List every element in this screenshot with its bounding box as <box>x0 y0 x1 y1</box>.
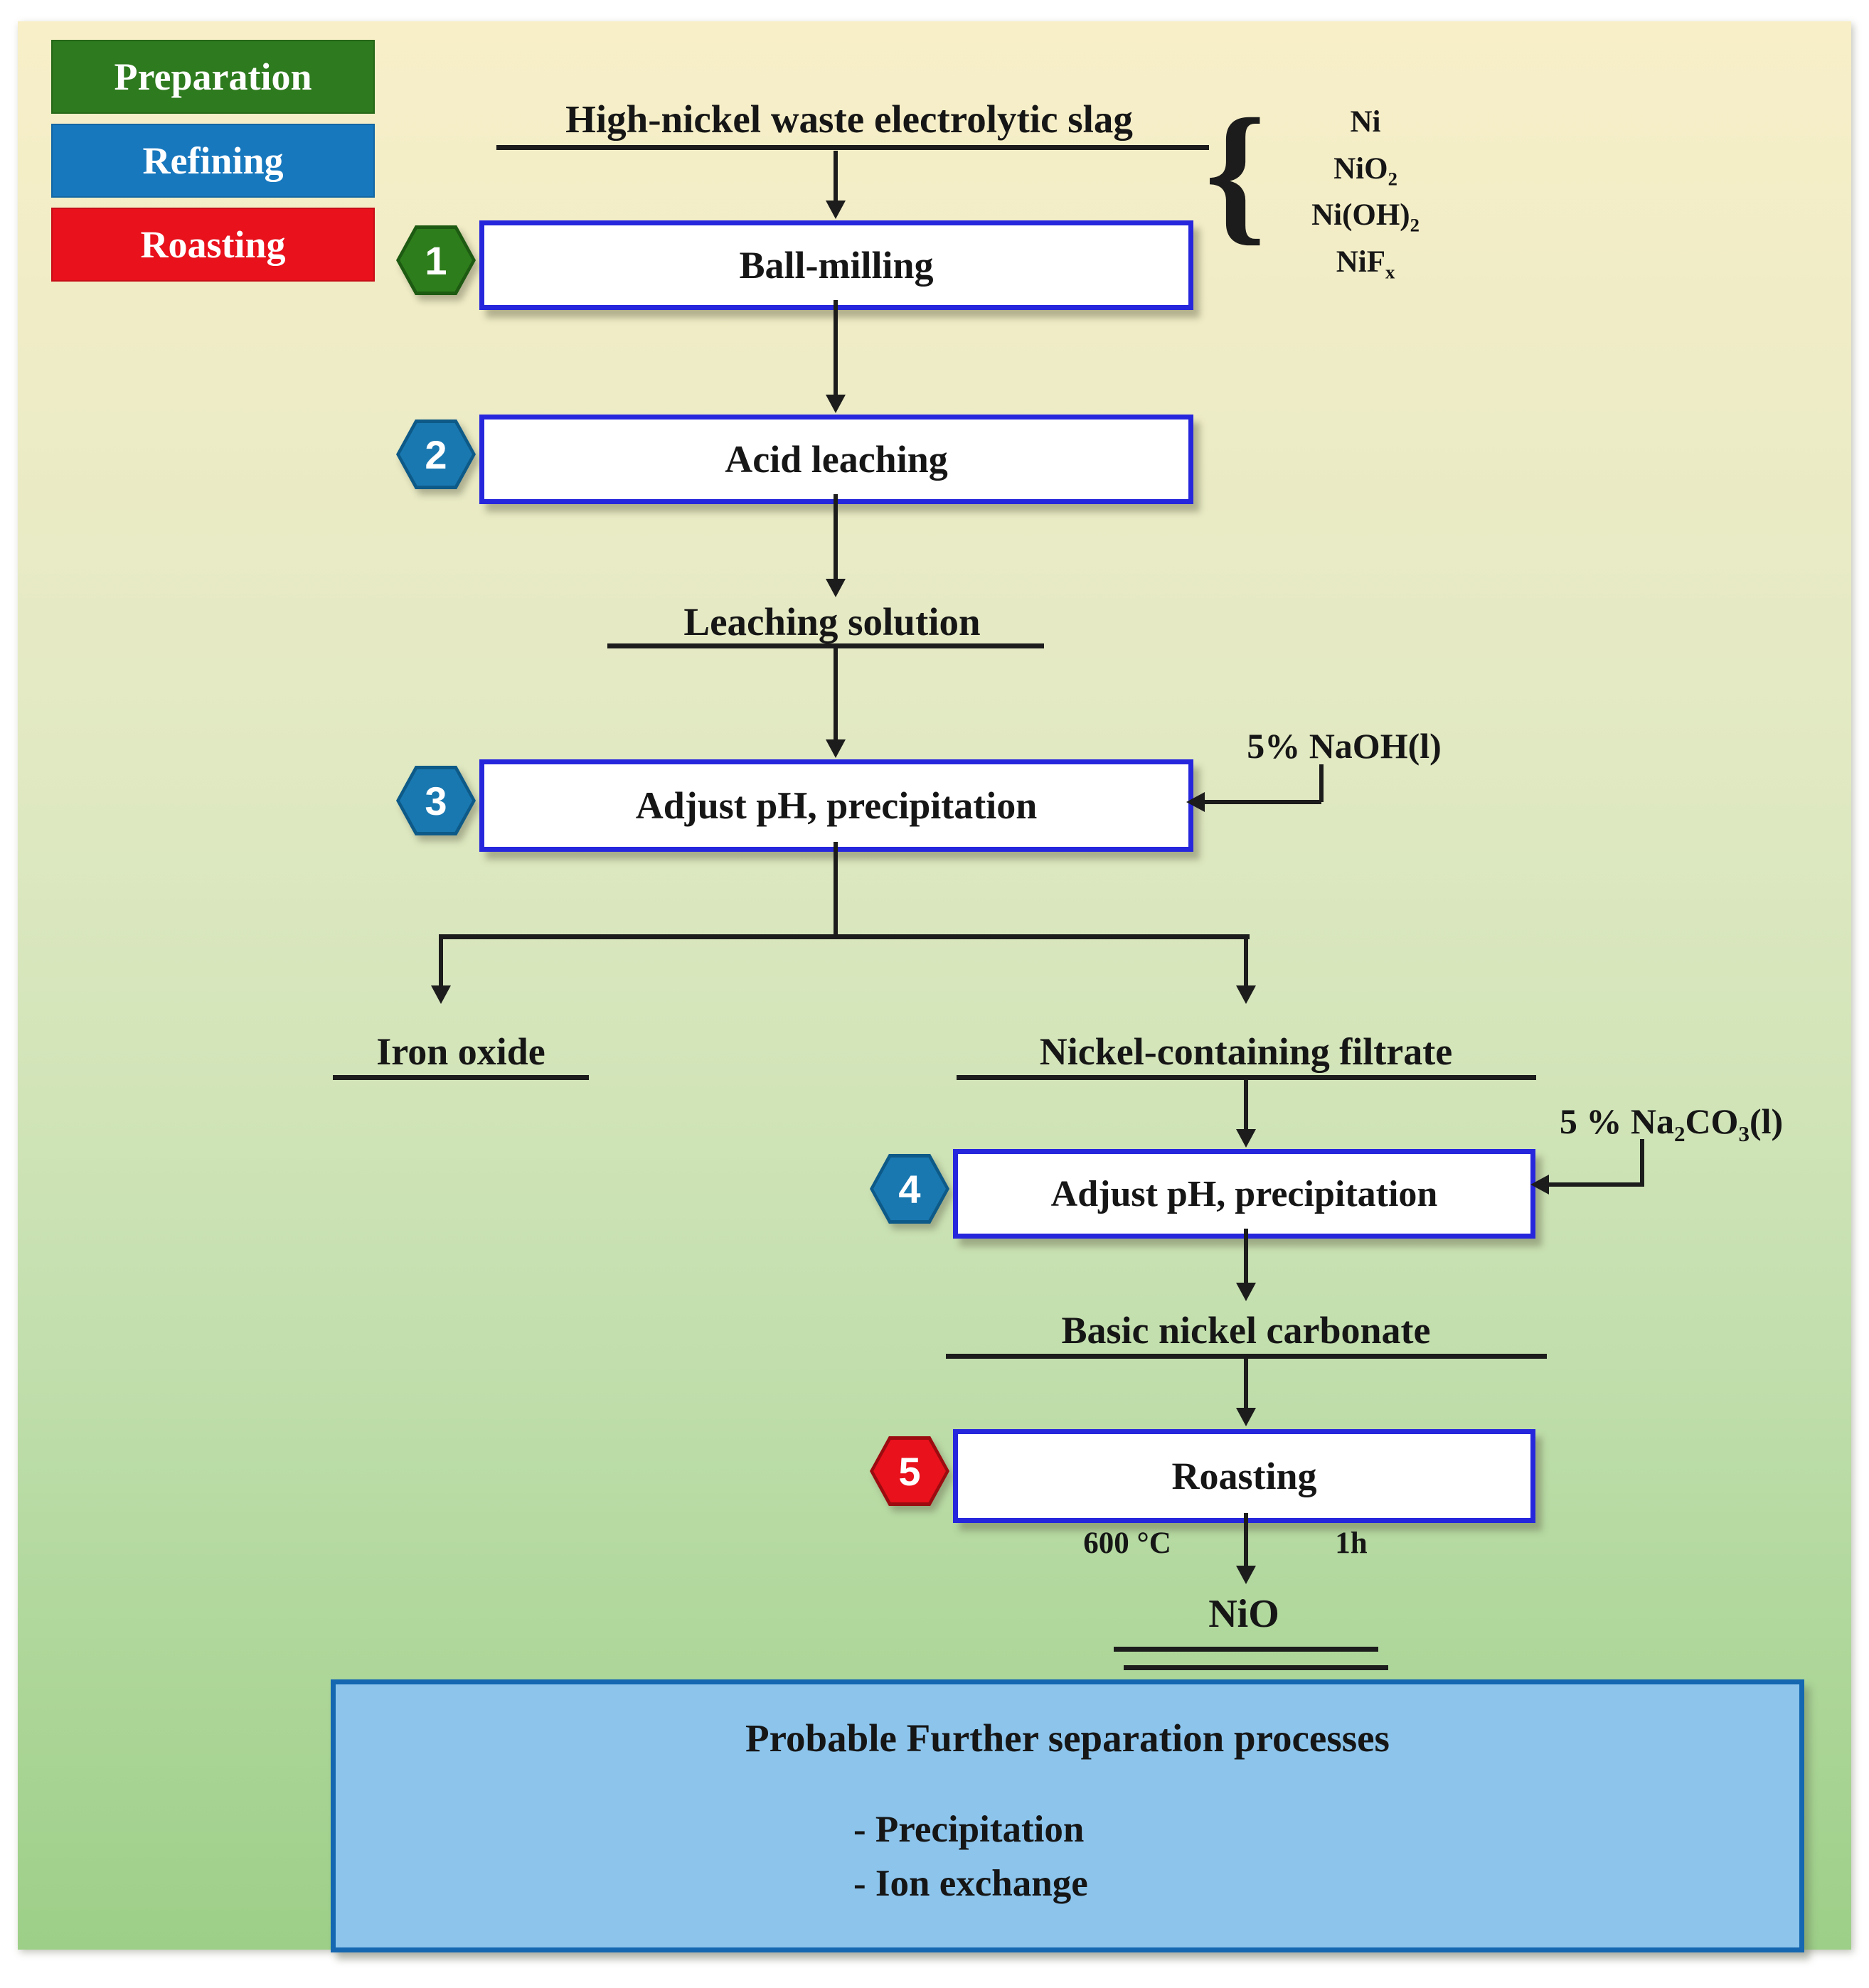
hexagon-fill: 3 <box>400 769 472 832</box>
step2-number: 2 <box>425 432 447 477</box>
step4-box-adjust-ph: Adjust pH, precipitation <box>953 1149 1535 1239</box>
step1-label: Ball-milling <box>739 244 934 287</box>
step2-label: Acid leaching <box>725 438 948 481</box>
arrowhead-down-icon <box>826 739 846 758</box>
arrowhead-down-icon <box>1236 1129 1256 1148</box>
component-nioh2: Ni(OH)2 <box>1311 198 1420 236</box>
hexagon-fill: 4 <box>873 1158 946 1220</box>
arrowhead-left-icon <box>1186 792 1205 812</box>
na2co3-reagent-label: 5 % Na2CO3(l) <box>1559 1101 1784 1146</box>
step3-label: Adjust pH, precipitation <box>635 784 1038 827</box>
step1-box-ball-milling: Ball-milling <box>479 220 1193 310</box>
brace-glyph: { <box>1205 87 1266 259</box>
arrowhead-left-icon <box>1530 1175 1549 1195</box>
arrowhead-down-icon <box>1236 1408 1256 1426</box>
further-process-item-ion-exchange: - Ion exchange <box>853 1863 1088 1904</box>
naoh-elbow-vertical <box>1319 764 1324 802</box>
naoh-reagent-label: 5% NaOH(l) <box>1247 726 1442 766</box>
step5-badge: 5 <box>870 1436 949 1506</box>
component-nio2: NiO2 <box>1333 151 1397 190</box>
iron-oxide-label: Iron oxide <box>376 1030 545 1073</box>
arrow-line-step2-leaching <box>834 494 838 584</box>
branch-right-line <box>1244 934 1248 987</box>
branch-left-line <box>439 934 443 987</box>
component-ni: Ni <box>1350 105 1381 139</box>
arrow-line-step5-nio <box>1244 1513 1248 1567</box>
arrowhead-down-icon <box>1236 1283 1256 1301</box>
arrowhead-down-icon <box>431 985 451 1004</box>
nio-underline-2 <box>1124 1665 1388 1670</box>
legend-label-preparation: Preparation <box>114 55 312 98</box>
step4-number: 4 <box>898 1166 921 1212</box>
basic-nickel-carbonate-label: Basic nickel carbonate <box>1061 1309 1431 1352</box>
iron-oxide-underline <box>333 1075 589 1080</box>
legend-item-refining: Refining <box>51 124 375 198</box>
component-nifx: NiFx <box>1336 245 1395 283</box>
arrowhead-down-icon <box>826 201 846 219</box>
arrow-line-source-step1 <box>834 151 838 205</box>
further-processes-list: - Precipitation - Ion exchange <box>853 1802 1088 1910</box>
further-processes-title: Probable Further separation processes <box>745 1716 1390 1760</box>
nickel-filtrate-underline <box>957 1075 1536 1080</box>
step3-output-stem <box>834 842 838 939</box>
source-underline <box>496 145 1209 150</box>
further-processes-box: Probable Further separation processes - … <box>331 1679 1804 1952</box>
step2-box-acid-leaching: Acid leaching <box>479 415 1193 504</box>
step3-number: 3 <box>425 778 447 823</box>
flowchart-background <box>18 21 1851 1950</box>
roasting-temperature-label: 600 °C <box>1083 1527 1171 1560</box>
step4-label: Adjust pH, precipitation <box>1050 1173 1438 1214</box>
arrowhead-down-icon <box>1236 1566 1256 1584</box>
branch-horizontal-line <box>439 934 1250 939</box>
step1-number: 1 <box>425 237 447 283</box>
leaching-solution-underline <box>607 643 1044 648</box>
leaching-solution-label: Leaching solution <box>683 600 981 643</box>
na2co3-elbow-vertical <box>1640 1139 1644 1186</box>
step5-label: Roasting <box>1171 1455 1317 1497</box>
slag-component-list: Ni NiO2 Ni(OH)2 NiFx <box>1273 104 1458 290</box>
legend-item-preparation: Preparation <box>51 40 375 114</box>
na2co3-elbow-horizontal <box>1548 1182 1644 1187</box>
hexagon-fill: 1 <box>400 229 472 292</box>
arrow-line-leaching-step3 <box>834 648 838 744</box>
arrow-line-step4-carbonate <box>1244 1229 1248 1284</box>
step3-badge: 3 <box>396 766 476 835</box>
nio-product-label: NiO <box>1208 1592 1279 1636</box>
arrow-line-step1-step2 <box>834 300 838 400</box>
step2-badge: 2 <box>396 419 476 489</box>
hexagon-fill: 2 <box>400 423 472 486</box>
nio-underline-1 <box>1114 1647 1378 1652</box>
arrowhead-down-icon <box>826 395 846 413</box>
further-process-item-precipitation: - Precipitation <box>853 1809 1085 1850</box>
hexagon-fill: 5 <box>873 1440 946 1502</box>
step1-badge: 1 <box>396 225 476 295</box>
legend-label-roasting: Roasting <box>140 223 286 266</box>
naoh-elbow-horizontal <box>1205 800 1321 804</box>
roasting-time-label: 1h <box>1335 1527 1368 1560</box>
step3-box-adjust-ph: Adjust pH, precipitation <box>479 759 1193 852</box>
arrowhead-down-icon <box>1236 985 1256 1004</box>
source-title: High-nickel waste electrolytic slag <box>565 97 1133 141</box>
arrow-line-carbonate-step5 <box>1244 1359 1248 1409</box>
step5-box-roasting: Roasting <box>953 1429 1535 1523</box>
step5-number: 5 <box>898 1448 921 1494</box>
arrowhead-down-icon <box>826 579 846 597</box>
nickel-filtrate-label: Nickel-containing filtrate <box>1039 1030 1453 1073</box>
step4-badge: 4 <box>870 1154 949 1224</box>
legend-item-roasting: Roasting <box>51 208 375 282</box>
arrow-line-filtrate-step4 <box>1244 1080 1248 1130</box>
legend-label-refining: Refining <box>142 139 284 182</box>
basic-nickel-carbonate-underline <box>946 1354 1547 1359</box>
